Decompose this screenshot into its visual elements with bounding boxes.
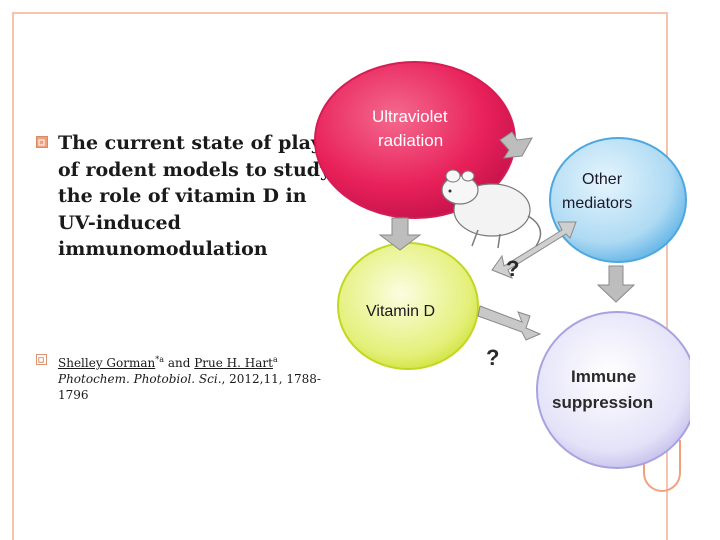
and-text: and [164, 356, 195, 370]
author-marks: a [272, 355, 278, 364]
arrow-uv-to-vitd [378, 217, 422, 251]
immunomodulation-diagram: Ultraviolet radiation Other mediators Vi… [314, 61, 690, 469]
immune-suppression-node [536, 311, 690, 469]
corner-decoration [643, 440, 681, 492]
slide-frame [12, 12, 668, 540]
uv-node-label: Ultraviolet [372, 107, 448, 126]
author-marks: *a [155, 355, 165, 364]
arrow-vitd-to-immune [477, 305, 542, 341]
other-node-label: mediators [562, 195, 632, 212]
reference-bullet: Shelley Gorman*a and Prue H. Harta Photo… [36, 352, 346, 403]
other-mediators-node [549, 137, 687, 263]
main-bullet-text: The current state of play of rodent mode… [58, 132, 332, 260]
mouse-illustration [441, 169, 542, 249]
immune-node-label: suppression [552, 393, 653, 412]
vitd-node-label: Vitamin D [366, 303, 435, 320]
arrow-uv-to-other [499, 131, 533, 159]
author-link-gorman[interactable]: Shelley Gorman [58, 356, 156, 370]
immune-node-label: Immune [571, 367, 636, 386]
question-mark: ? [486, 345, 499, 370]
bullet-icon [36, 136, 48, 148]
main-bullet: The current state of play of rodent mode… [36, 130, 336, 263]
question-mark: ? [506, 256, 519, 281]
citation-details: , 2012,11, 1788-1796 [58, 372, 321, 402]
journal-name: Photochem. Photobiol. Sci. [58, 372, 222, 386]
arrow-other-to-immune [596, 265, 636, 303]
author-link-hart[interactable]: Prue H. Hart [194, 356, 273, 370]
bullet-icon [36, 354, 47, 365]
arrow-vitd-other-bidirectional [491, 221, 577, 279]
other-node-label: Other [582, 171, 623, 188]
uv-node-label: radiation [378, 131, 443, 150]
main-bullet-list: The current state of play of rodent mode… [36, 130, 336, 263]
